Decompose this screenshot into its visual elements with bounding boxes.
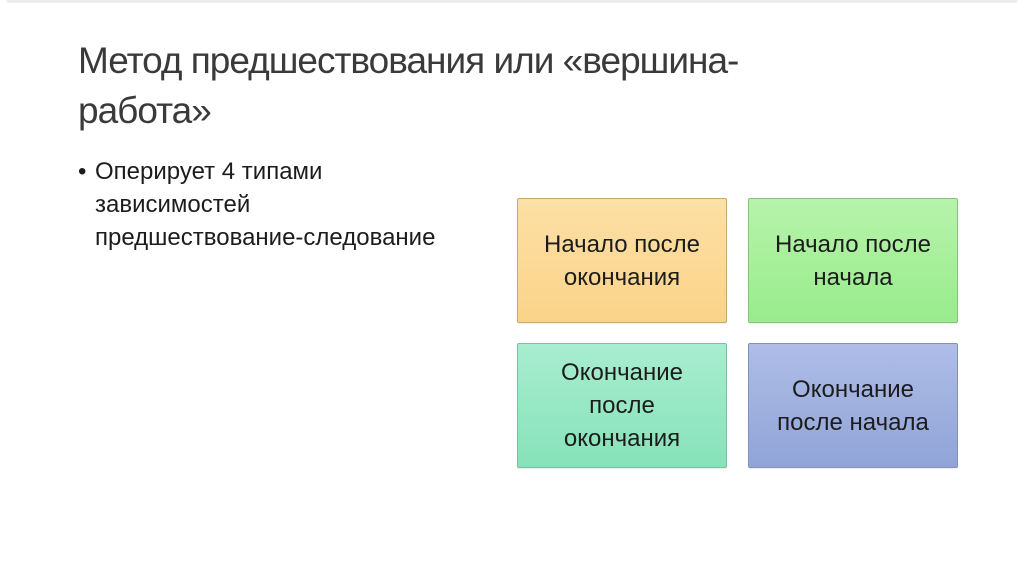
bullet-marker: • <box>78 158 87 185</box>
bullet-line-1: Оперирует 4 типами <box>95 158 323 185</box>
box-finish-after-finish: Окончание после окончания <box>517 343 727 468</box>
box-label-line: Окончание <box>792 375 914 403</box>
page-title-line-2: работа» <box>78 90 212 131</box>
box-finish-after-start: Окончание после начала <box>748 343 958 468</box>
box-start-after-finish: Начало после окончания <box>517 198 727 323</box>
box-label-line: окончания <box>563 425 681 452</box>
box-label-line: Начало после <box>544 230 700 258</box>
box-label-line: после <box>589 392 655 419</box>
bullet-line-3: предшествование-следование <box>95 224 436 251</box>
bullet-text: Оперирует 4 типами зависимостей предшест… <box>95 155 435 254</box>
bullet-line-2: зависимостей <box>95 191 251 218</box>
bullet-item: • Оперирует 4 типами зависимостей предше… <box>78 155 498 254</box>
page-title: Метод предшествования или «вершина- рабо… <box>78 36 778 136</box>
box-label-line: окончания <box>563 263 681 291</box>
box-label-line: Начало после <box>775 230 931 258</box>
dependency-type-grid: Начало после окончания Начало после нача… <box>517 198 958 468</box>
box-label-line: начала <box>813 263 893 291</box>
page-title-line-1: Метод предшествования или «вершина- <box>78 40 739 81</box>
box-label-line: Окончание <box>561 359 683 386</box>
box-label-line: после начала <box>777 408 929 436</box>
box-start-after-start: Начало после начала <box>748 198 958 323</box>
slide-top-border <box>6 0 1018 3</box>
